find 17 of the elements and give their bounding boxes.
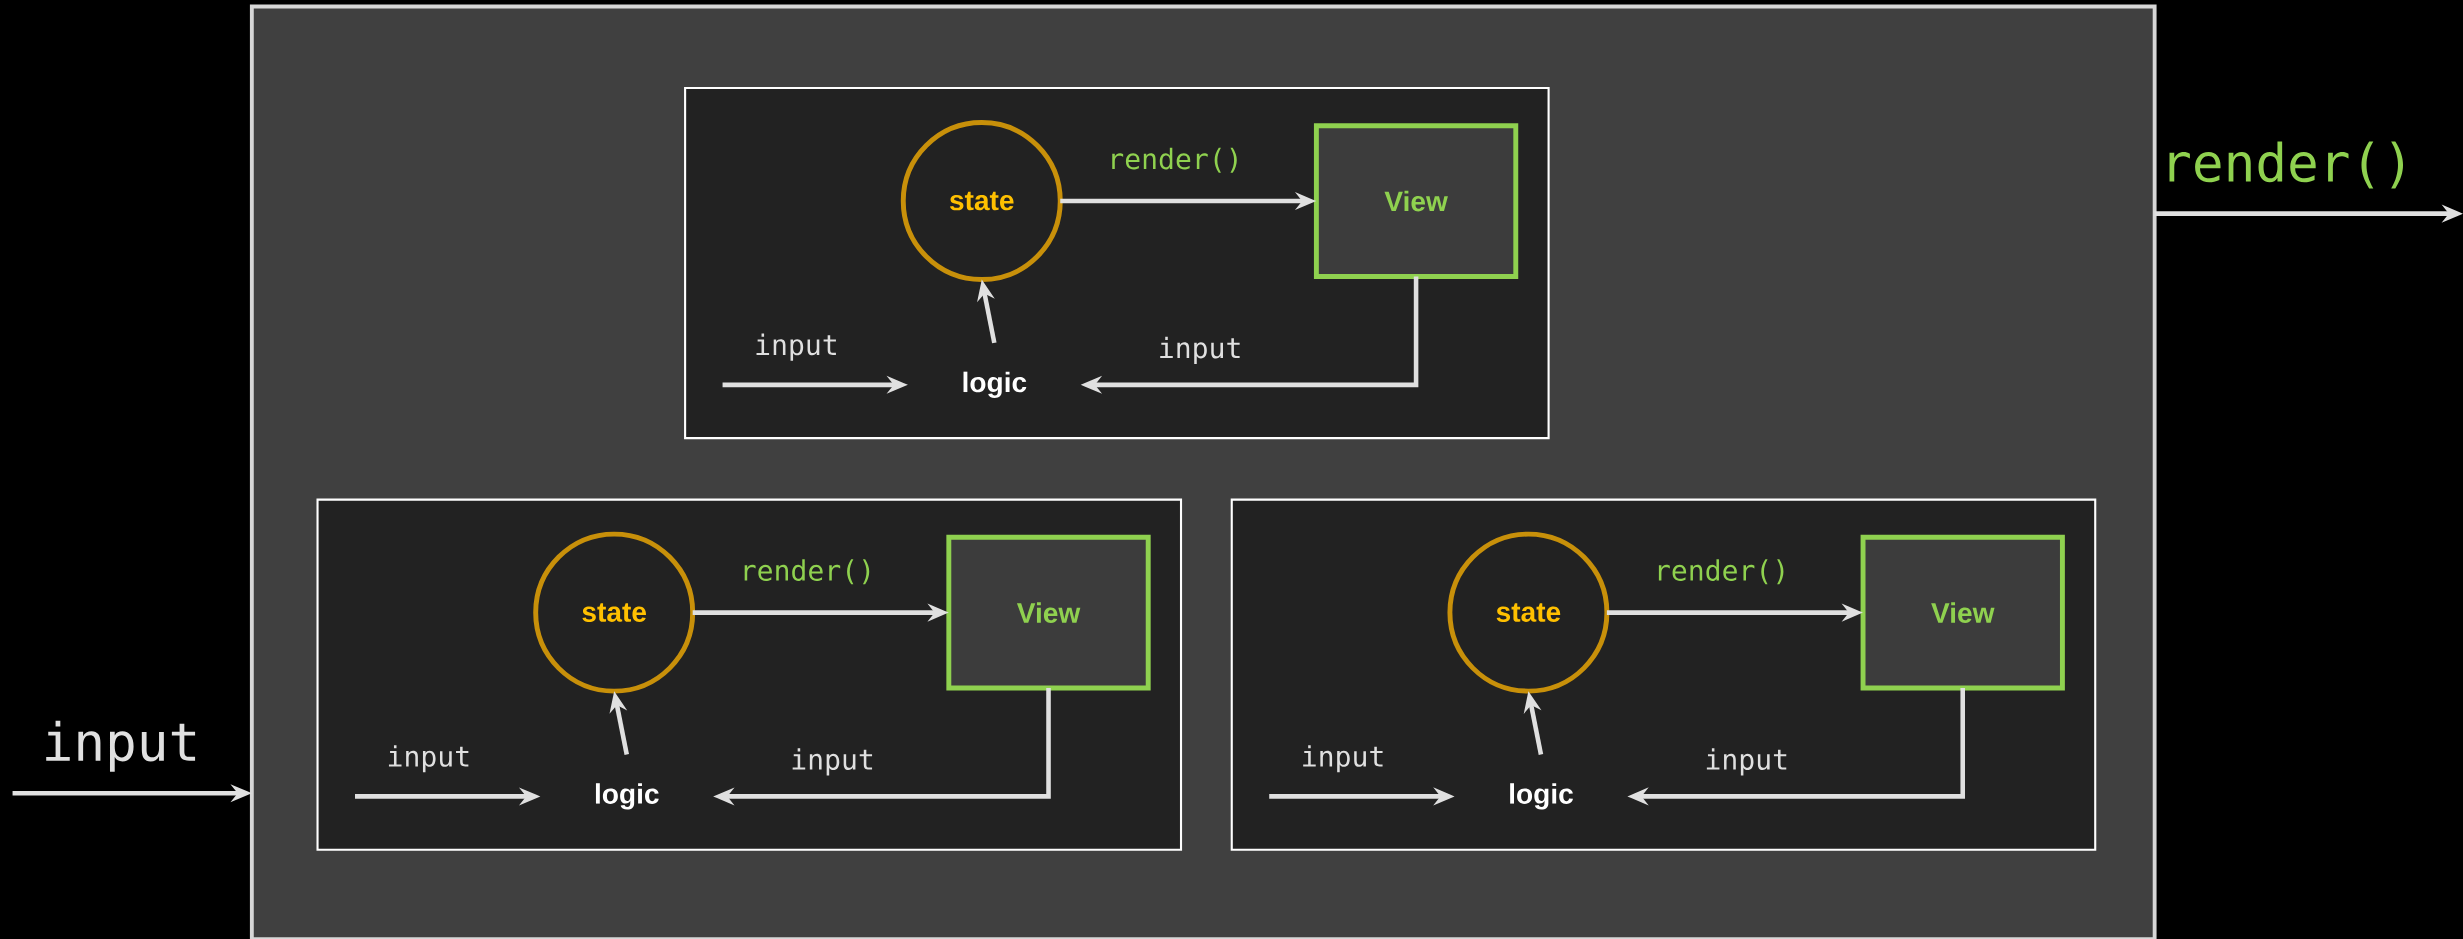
edge-label: render() — [2169, 141, 2403, 189]
edge-label: input — [1303, 744, 1383, 773]
logic-label: logic — [1510, 783, 1573, 810]
view-box: View — [1860, 534, 2065, 691]
edge-label: render() — [744, 559, 870, 585]
view-box: View — [1313, 123, 1519, 279]
edge-label: render() — [1658, 559, 1784, 585]
logic-label: logic — [963, 371, 1027, 398]
edge-label: input — [1706, 748, 1787, 776]
logic-label: logic — [595, 783, 659, 810]
edge-label: input — [1160, 336, 1240, 364]
edge-label: render() — [1112, 147, 1237, 173]
edge-label: input — [792, 748, 873, 776]
edge-label: input — [388, 744, 469, 773]
edge-label: input — [46, 720, 196, 772]
edge-label: input — [756, 333, 836, 361]
view-box: View — [946, 534, 1151, 691]
